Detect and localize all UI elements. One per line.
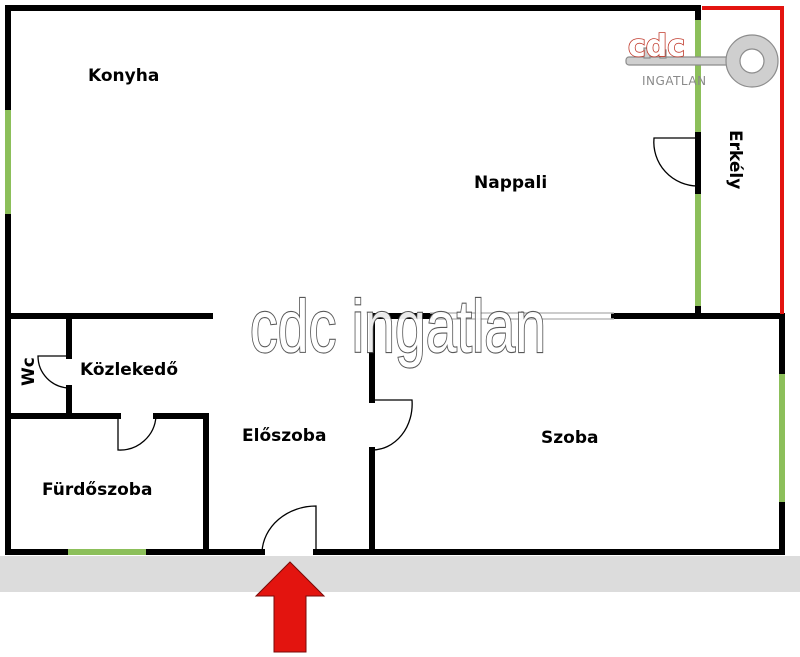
- room-erkely: Erkély: [725, 130, 745, 189]
- room-eloszoba: Előszoba: [242, 426, 326, 446]
- door-room: [371, 399, 413, 451]
- key-icon: [625, 34, 779, 88]
- room-konyha: Konyha: [88, 66, 159, 86]
- logo-mark: cdc: [628, 29, 685, 64]
- windows: [5, 20, 785, 555]
- balcony-edge: [702, 6, 784, 314]
- door-balcony: [653, 137, 699, 187]
- room-szoba: Szoba: [541, 428, 598, 448]
- floor-shadow: [0, 556, 800, 592]
- room-kozlekedo: Közlekedő: [80, 360, 178, 380]
- doors: [37, 137, 699, 553]
- entrance-arrow: [254, 561, 326, 653]
- room-wc: Wc: [19, 357, 39, 386]
- watermark: cdc ingatlan: [250, 285, 546, 368]
- logo-subtitle: INGATLAN: [642, 74, 707, 88]
- door-wc: [37, 355, 70, 389]
- door-entrance: [261, 505, 317, 553]
- door-bath: [117, 415, 157, 451]
- room-furdoszoba: Fürdőszoba: [42, 480, 152, 500]
- company-logo: cdc INGATLAN: [625, 28, 779, 88]
- room-nappali: Nappali: [474, 173, 547, 193]
- sliding-door: [430, 311, 614, 321]
- walls: [5, 5, 785, 555]
